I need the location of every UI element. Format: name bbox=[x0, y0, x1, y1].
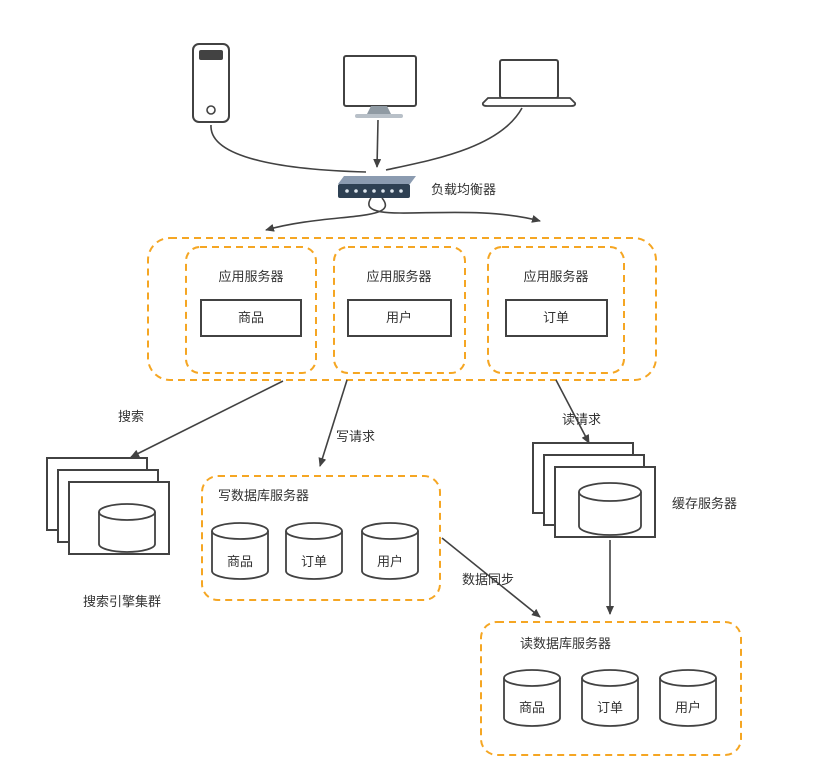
desktop-monitor-icon bbox=[343, 55, 417, 118]
write-db-server: 写数据库服务器 商品 订单 用户 bbox=[201, 475, 441, 601]
edge-app-to-search-cluster bbox=[130, 380, 284, 458]
smartphone-icon bbox=[192, 43, 230, 123]
load-balancer-label: 负载均衡器 bbox=[431, 182, 496, 197]
read-db-container bbox=[480, 621, 742, 756]
search-engine-cluster bbox=[46, 457, 170, 555]
read-db-cylinder-3-label: 用户 bbox=[675, 700, 701, 715]
app-server-3-title: 应用服务器 bbox=[523, 269, 588, 284]
app-server-1-module-box bbox=[200, 299, 302, 337]
switch-port-lights bbox=[345, 189, 403, 193]
database-cylinder-icon bbox=[98, 503, 156, 553]
write-db-cylinder-1-label: 商品 bbox=[227, 554, 253, 569]
app-server-2-title: 应用服务器 bbox=[366, 269, 431, 284]
app-server-2-module-box bbox=[347, 299, 452, 337]
read-db-cylinder-2-label: 订单 bbox=[597, 700, 623, 715]
edge-search-label: 搜索 bbox=[118, 409, 144, 424]
read-db-cylinder-1: 商品 bbox=[503, 669, 561, 727]
read-db-cylinder-3: 用户 bbox=[659, 669, 717, 727]
edge-desktop-to-loadbalancer bbox=[373, 119, 382, 168]
app-server-2: 应用服务器 用户 bbox=[333, 246, 466, 374]
app-server-3-module-box bbox=[505, 299, 608, 337]
app-server-1: 应用服务器 商品 bbox=[185, 246, 317, 374]
database-cylinder-icon bbox=[578, 482, 642, 536]
read-db-cylinder-2: 订单 bbox=[581, 669, 639, 727]
load-balancer-switch bbox=[338, 176, 416, 198]
write-db-container bbox=[201, 475, 441, 601]
app-server-2-module-label: 用户 bbox=[386, 310, 412, 325]
write-db-cylinder-1: 商品 bbox=[211, 522, 269, 580]
app-server-3-module-label: 订单 bbox=[543, 310, 569, 325]
app-server-3: 应用服务器 订单 bbox=[487, 246, 625, 374]
edge-sync-label: 数据同步 bbox=[462, 572, 514, 587]
cache-server bbox=[532, 442, 656, 538]
write-db-cylinder-2: 订单 bbox=[285, 522, 343, 580]
laptop-icon bbox=[481, 59, 577, 107]
read-db-title: 读数据库服务器 bbox=[520, 636, 611, 651]
app-server-1-title: 应用服务器 bbox=[218, 269, 283, 284]
write-db-cylinder-3: 用户 bbox=[361, 522, 419, 580]
read-db-server: 读数据库服务器 商品 订单 用户 bbox=[480, 621, 742, 756]
write-db-title: 写数据库服务器 bbox=[218, 488, 309, 503]
edge-phone-to-loadbalancer bbox=[210, 124, 367, 173]
edge-app-to-cache bbox=[555, 379, 590, 444]
edge-write-label: 写请求 bbox=[336, 429, 375, 444]
read-db-cylinder-1-label: 商品 bbox=[519, 700, 545, 715]
write-db-cylinder-2-label: 订单 bbox=[301, 554, 327, 569]
search-cluster-label: 搜索引擎集群 bbox=[83, 594, 161, 609]
app-cluster-container bbox=[147, 237, 657, 381]
edge-app-to-write-db bbox=[318, 379, 348, 467]
cache-server-label: 缓存服务器 bbox=[672, 496, 737, 511]
edge-loadbalancer-to-app-left bbox=[265, 197, 387, 232]
app-server-1-module-label: 商品 bbox=[238, 310, 264, 325]
write-db-cylinder-3-label: 用户 bbox=[377, 554, 403, 569]
edge-writedb-to-readdb bbox=[441, 537, 541, 618]
edge-read-label: 读请求 bbox=[562, 412, 601, 427]
edge-loadbalancer-to-app-right bbox=[368, 197, 541, 223]
edge-laptop-to-loadbalancer bbox=[385, 107, 523, 171]
